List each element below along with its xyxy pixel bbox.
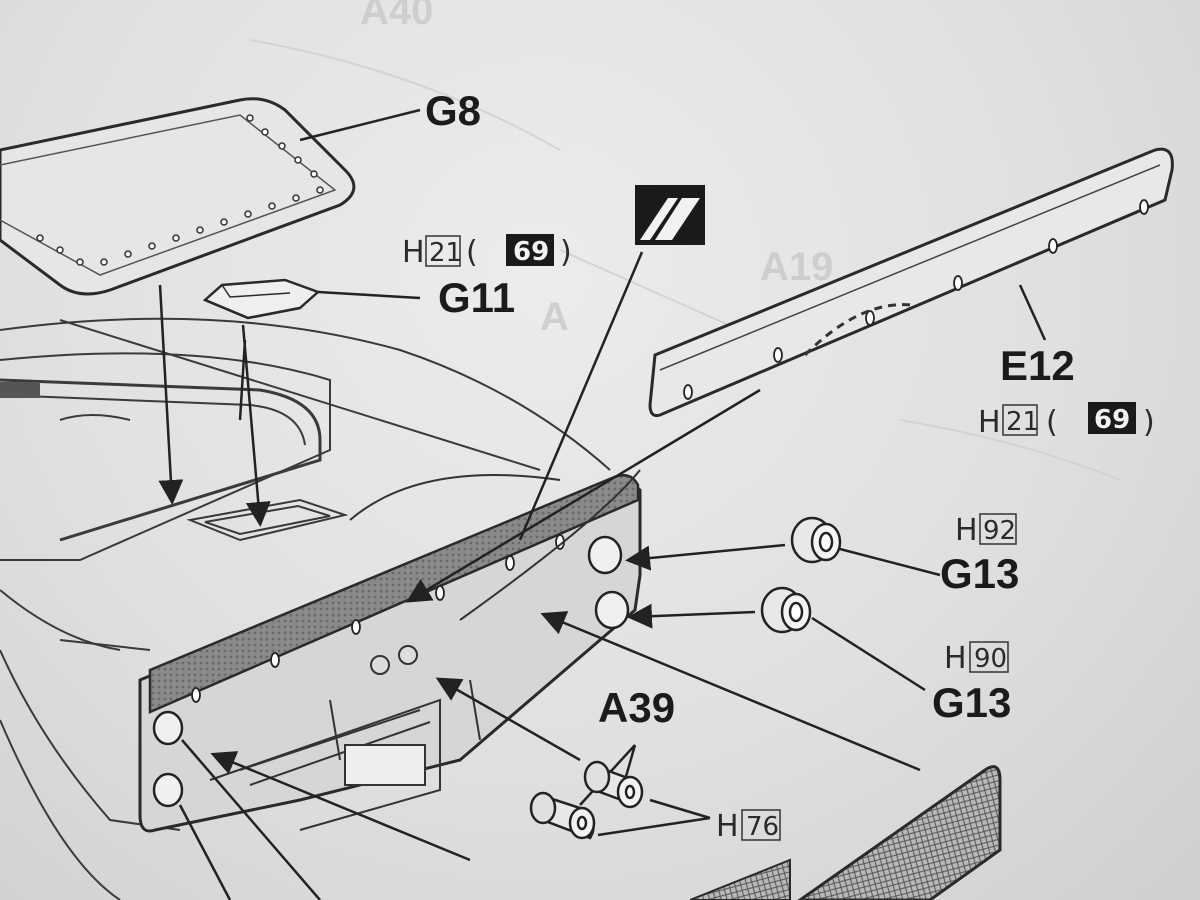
part-code-prefix: H (944, 641, 967, 676)
part-code-h90: H 90 (944, 641, 1009, 676)
hood-panel-g8 (0, 97, 356, 296)
part-code-number: 90 (974, 644, 1007, 674)
scoop-part-g11 (202, 278, 321, 320)
paint-ref-code: 21 (429, 238, 462, 268)
paint-ref-inverse-code: 69 (513, 237, 549, 267)
paint-reference-1: H 21 ( 69 ) (402, 234, 572, 270)
paint-ref-prefix: H (402, 235, 425, 270)
paint-ref-paren: ) (1143, 405, 1155, 440)
strip-part-e12 (648, 147, 1174, 417)
paint-area-icon (635, 185, 705, 245)
part-label-a39: A39 (598, 684, 675, 731)
car-body-outline (0, 317, 611, 900)
grille-part (689, 765, 1002, 900)
part-label-e12: E12 (1000, 342, 1075, 389)
part-label-g13-top: G13 (940, 550, 1019, 597)
paint-ref-code: 21 (1006, 407, 1039, 437)
cylinder-parts-a39 (529, 760, 644, 840)
ring-part-g13-top (790, 516, 842, 564)
ghost-label-a19: A19 (760, 245, 833, 289)
ring-part-g13-bottom (760, 586, 812, 634)
part-code-prefix: H (716, 809, 739, 844)
part-code-number: 76 (746, 812, 779, 842)
ghost-label-a: A (540, 295, 569, 339)
leader-lines (178, 108, 1047, 900)
front-panel-assembly (138, 469, 642, 833)
part-code-number: 92 (983, 516, 1016, 546)
paint-reference-2: H 21 ( 69 ) (978, 402, 1155, 440)
part-label-g11: G11 (438, 274, 515, 321)
part-code-prefix: H (955, 513, 978, 548)
paint-ref-paren: ) (560, 235, 572, 270)
part-code-h92: H 92 (955, 513, 1017, 548)
assembly-arrows (158, 284, 271, 527)
ghost-label-a40: A40 (360, 0, 433, 33)
part-code-h76: H 76 (716, 809, 781, 844)
paint-ref-prefix: H (978, 405, 1001, 440)
paint-ref-inverse-code: 69 (1094, 405, 1130, 435)
paint-ref-paren: ( (1046, 405, 1058, 440)
paint-ref-paren: ( (466, 235, 478, 270)
bleed-through-marks: A40 A19 A (249, 0, 1121, 481)
part-label-g13-bottom: G13 (932, 679, 1011, 726)
part-label-g8: G8 (425, 87, 481, 134)
